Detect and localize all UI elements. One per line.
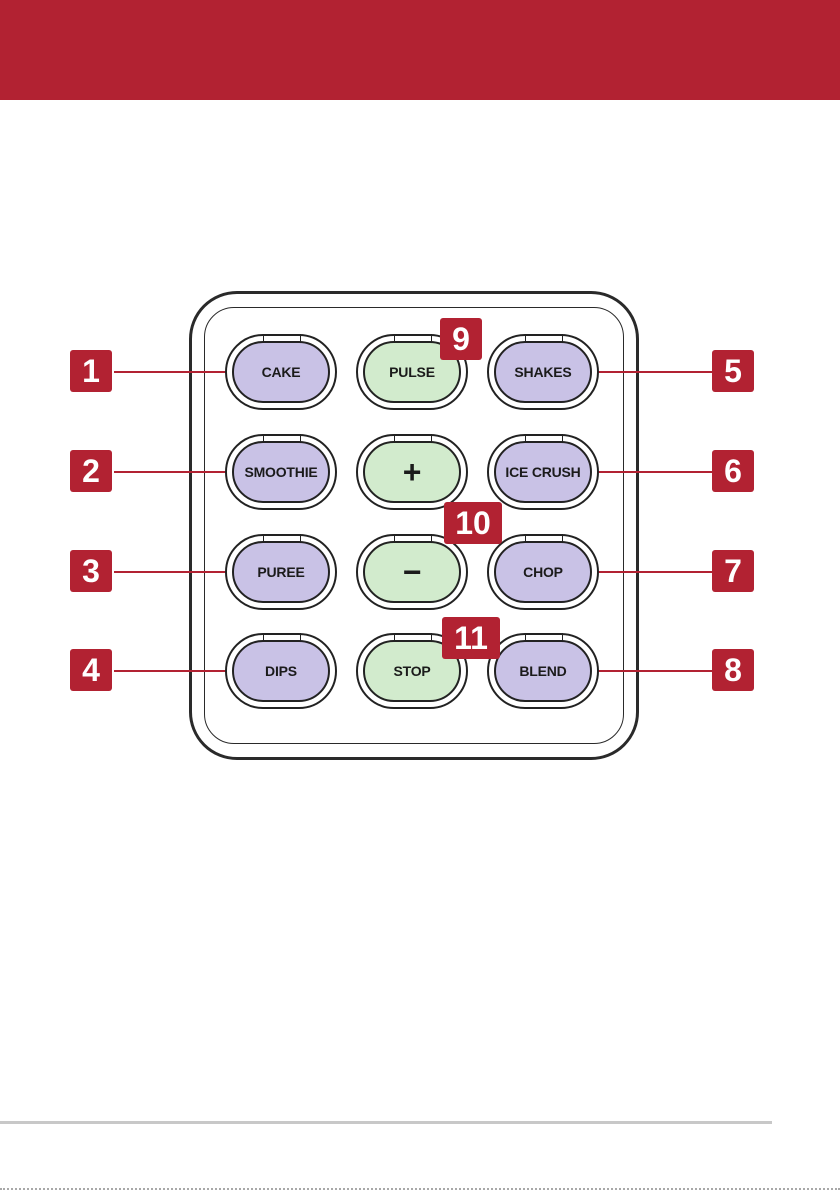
chop-button-label: CHOP <box>494 541 592 603</box>
puree-button[interactable]: PUREE <box>225 534 337 610</box>
leader-line-6 <box>598 471 714 473</box>
smoothie-button-label: SMOOTHIE <box>232 441 330 503</box>
callout-badge-8: 8 <box>712 649 754 691</box>
plus-icon: + <box>363 441 461 503</box>
plus-button[interactable]: + <box>356 434 468 510</box>
chop-button[interactable]: CHOP <box>487 534 599 610</box>
callout-badge-6: 6 <box>712 450 754 492</box>
leader-line-2 <box>114 471 230 473</box>
header-bar <box>0 0 840 100</box>
dips-button[interactable]: DIPS <box>225 633 337 709</box>
callout-badge-5: 5 <box>712 350 754 392</box>
smoothie-button[interactable]: SMOOTHIE <box>225 434 337 510</box>
leader-line-5 <box>598 371 714 373</box>
leader-line-7 <box>598 571 714 573</box>
shakes-button[interactable]: SHAKES <box>487 334 599 410</box>
leader-line-3 <box>114 571 230 573</box>
blend-button-label: BLEND <box>494 640 592 702</box>
leader-line-8 <box>598 670 714 672</box>
callout-badge-11: 11 <box>442 617 500 659</box>
callout-badge-3: 3 <box>70 550 112 592</box>
leader-line-4 <box>114 670 230 672</box>
cake-button[interactable]: CAKE <box>225 334 337 410</box>
shakes-button-label: SHAKES <box>494 341 592 403</box>
minus-icon: − <box>363 541 461 603</box>
callout-badge-2: 2 <box>70 450 112 492</box>
callout-badge-7: 7 <box>712 550 754 592</box>
callout-badge-9: 9 <box>440 318 482 360</box>
footer-rule <box>0 1121 772 1124</box>
leader-line-1 <box>114 371 230 373</box>
ice-crush-button[interactable]: ICE CRUSH <box>487 434 599 510</box>
callout-badge-4: 4 <box>70 649 112 691</box>
blend-button[interactable]: BLEND <box>487 633 599 709</box>
cake-button-label: CAKE <box>232 341 330 403</box>
callout-badge-10: 10 <box>444 502 502 544</box>
minus-button[interactable]: − <box>356 534 468 610</box>
ice-crush-button-label: ICE CRUSH <box>494 441 592 503</box>
puree-button-label: PUREE <box>232 541 330 603</box>
dips-button-label: DIPS <box>232 640 330 702</box>
callout-badge-1: 1 <box>70 350 112 392</box>
bottom-dotted-edge <box>0 1188 840 1190</box>
